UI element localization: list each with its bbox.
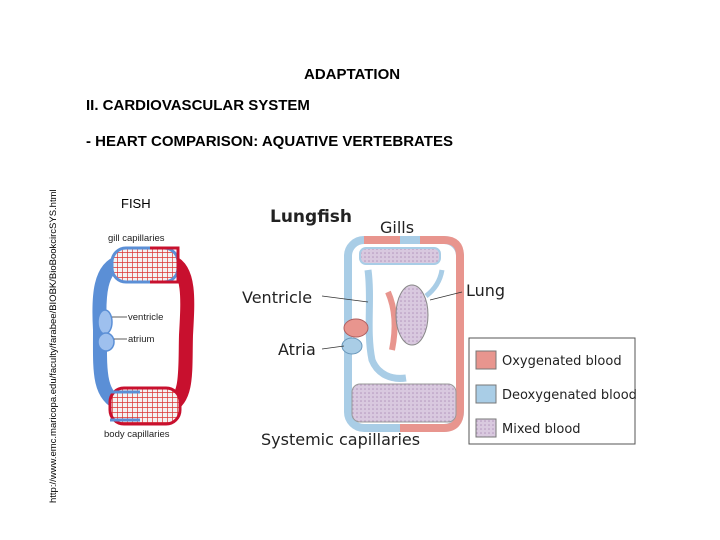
lungfish-heading: Lungfish	[270, 207, 352, 227]
lungfish-heart-diagram	[321, 236, 464, 432]
lungfish-atria-label: Atria	[278, 340, 316, 359]
fish-atrium-label: atrium	[128, 334, 154, 345]
fish-heading: FISH	[121, 196, 151, 211]
legend-label-oxygenated: Oxygenated blood	[502, 354, 622, 369]
slide-title: ADAPTATION	[304, 66, 401, 83]
fish-heart-diagram	[92, 246, 195, 426]
legend-swatch-oxygenated	[475, 350, 497, 370]
lungfish-legend: Oxygenated blood Deoxygenated blood Mixe…	[468, 337, 637, 445]
lungfish-gills-label: Gills	[380, 218, 414, 237]
legend-swatch-mixed	[475, 418, 497, 438]
legend-label-deoxygenated: Deoxygenated blood	[502, 388, 637, 403]
lungfish-ventricle-label: Ventricle	[242, 288, 312, 307]
subsection-heading: - HEART COMPARISON: AQUATIVE VERTEBRATES	[86, 133, 453, 150]
lungfish-systemic-capillaries-label: Systemic capillaries	[261, 430, 420, 449]
fish-ventricle-label: ventricle	[128, 312, 163, 323]
section-heading: II. CARDIOVASCULAR SYSTEM	[86, 97, 310, 114]
lungfish-lung-label: Lung	[466, 281, 505, 300]
fish-gill-capillaries-label: gill capillaries	[108, 233, 165, 244]
legend-swatch-deoxygenated	[475, 384, 497, 404]
fish-body-capillaries-label: body capillaries	[104, 429, 170, 440]
legend-label-mixed: Mixed blood	[502, 422, 581, 437]
